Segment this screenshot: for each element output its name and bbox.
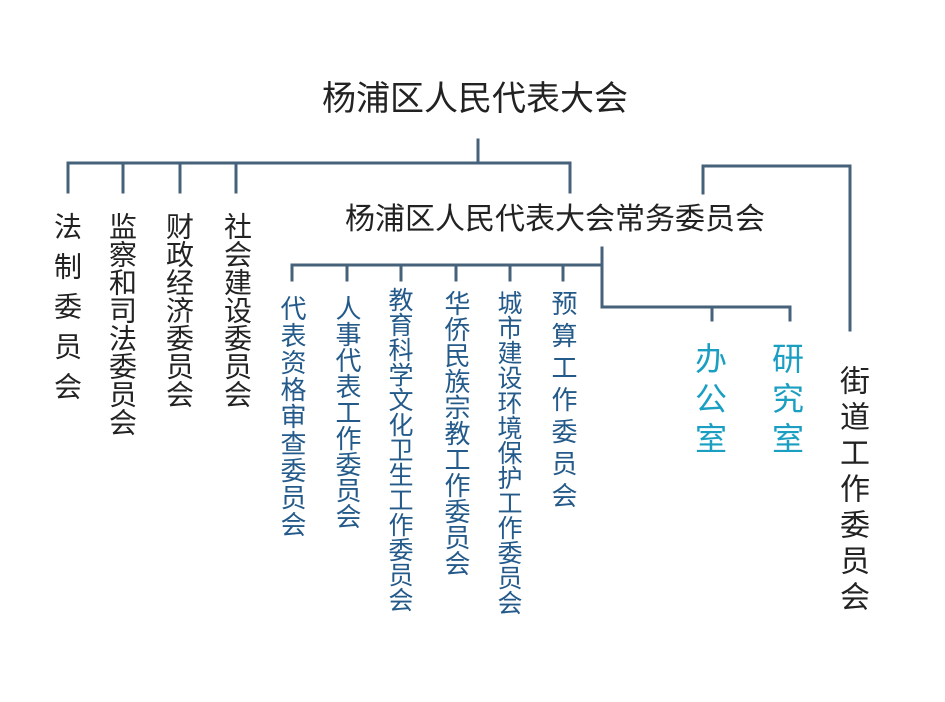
- working-committee-renshi-daibiao: 人事代表工作委员会: [331, 295, 361, 529]
- working-committee-daibiao-zige: 代表资格审查委员会: [276, 295, 306, 538]
- working-committee-yusuan: 预算工作委员会: [547, 290, 577, 514]
- root-title: 杨浦区人民代表大会: [322, 79, 628, 119]
- committee-caizheng-jingji: 财政经济委员会: [162, 212, 195, 408]
- committee-shehui-jianshe: 社会建设委员会: [220, 212, 253, 408]
- standing-committee-title: 杨浦区人民代表大会常务委员会: [345, 202, 765, 237]
- office-bangongshi: 办公室: [690, 342, 728, 462]
- office-yanjiushi: 研究室: [767, 342, 805, 462]
- committee-fazhi: 法制委员会: [50, 212, 83, 412]
- street-committee: 街道工作委员会: [834, 365, 869, 617]
- working-committee-jiaoyu-kexue: 教育科学文化卫生工作委员会: [385, 287, 414, 612]
- working-committee-chengshi-jianshe: 城市建设环境保护工作委员会: [494, 290, 523, 615]
- working-committee-huaqiao-minzu: 华侨民族宗教工作委员会: [440, 290, 470, 576]
- committee-jiancha-sifa: 监察和司法委员会: [105, 212, 138, 436]
